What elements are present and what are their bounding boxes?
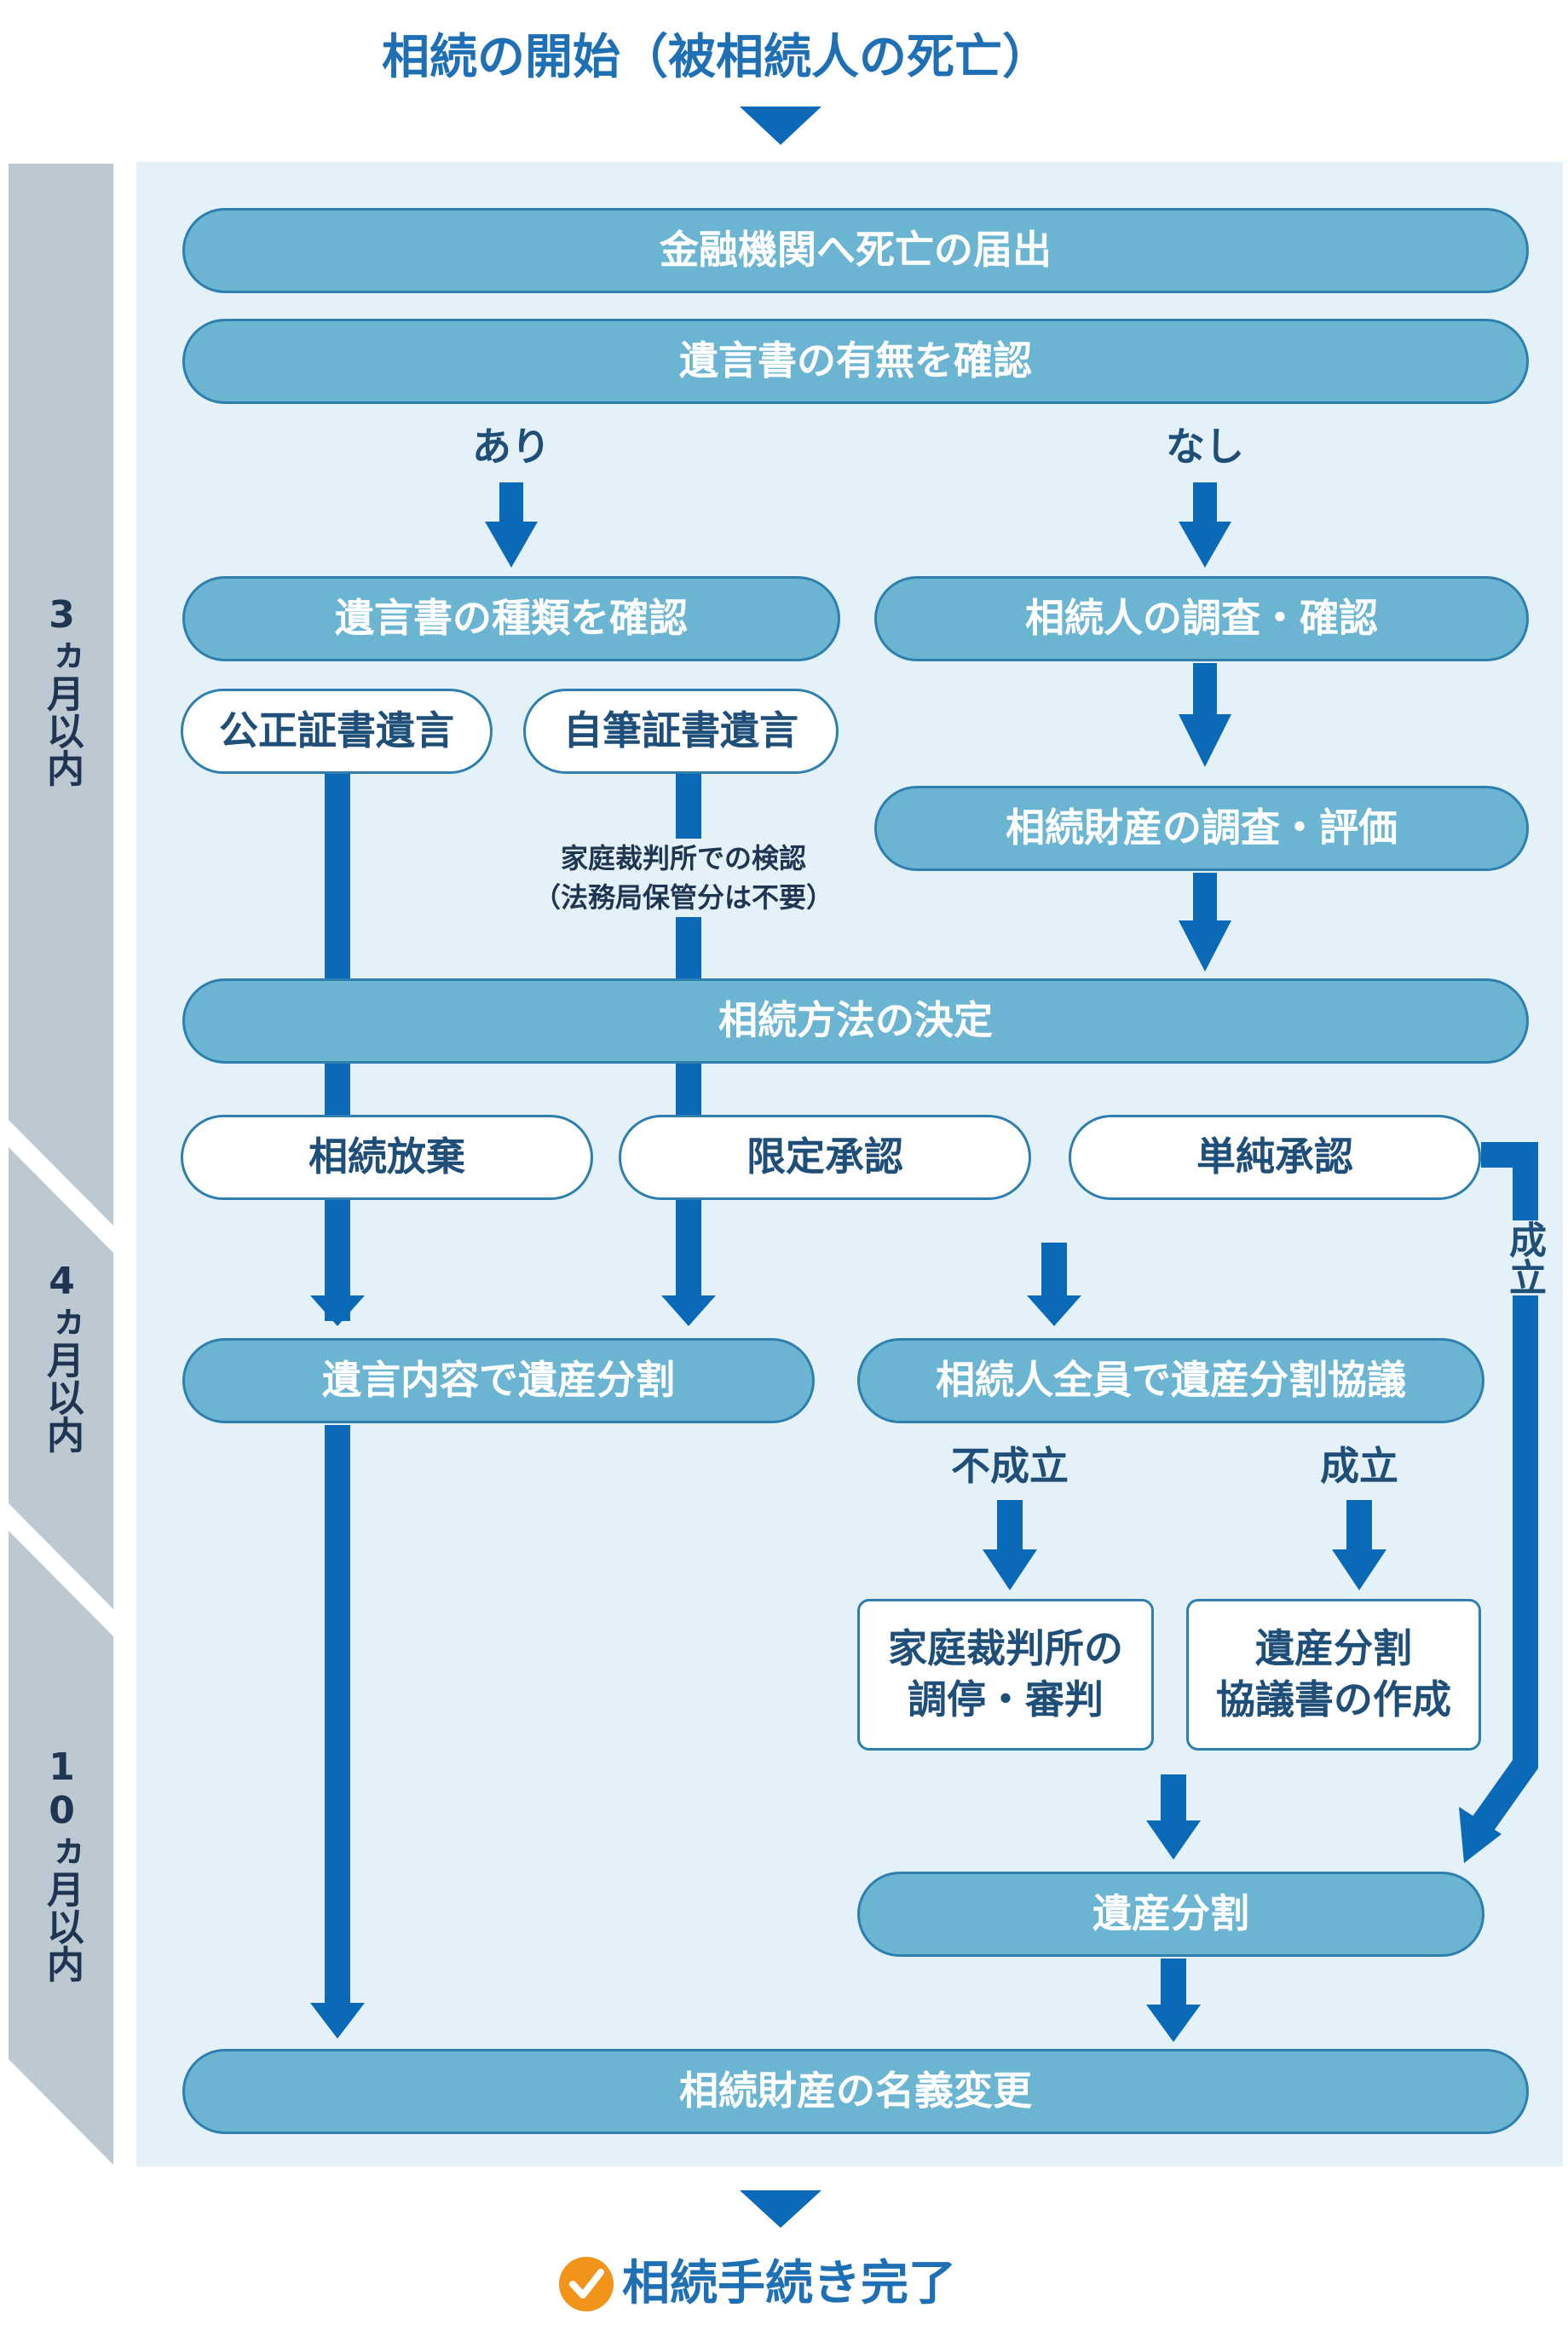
- box-court-line2: 調停・審判: [908, 1676, 1104, 1722]
- arrow-no: [1179, 482, 1231, 568]
- arrow-established: [1332, 1500, 1386, 1590]
- step-decide-method: 相続方法の決定: [182, 978, 1529, 1064]
- step-notify-bank: 金融機関へ死亡の届出: [182, 208, 1529, 293]
- period-3-months: 3ヵ月以内: [40, 593, 84, 787]
- label-not-established: 不成立: [951, 1443, 1069, 1489]
- box-agreement-document: 遺産分割 協議書の作成: [1186, 1599, 1481, 1751]
- note-probate-line2: （法務局保管分は不要）: [533, 881, 833, 914]
- arrow-heirs-to-assets: [1179, 663, 1231, 767]
- arrow-to-division: [1146, 1774, 1201, 1860]
- arrow-simple-acceptance-route: [1459, 1142, 1538, 1863]
- period-4-months: 4ヵ月以内: [40, 1260, 84, 1453]
- option-qualified-acceptance: 限定承認: [619, 1115, 1031, 1200]
- arrow-renunciation-down: [310, 1200, 365, 1326]
- arrow-qualified-down: [661, 1200, 716, 1326]
- arrow-yes: [485, 482, 538, 568]
- arrow-to-negotiate: [1027, 1243, 1081, 1326]
- step-division: 遺産分割: [857, 1872, 1484, 1957]
- label-established-side: 成立: [1502, 1220, 1546, 1295]
- bottom-chevron-icon: [740, 2190, 821, 2228]
- timeline-segment-10-months: [9, 1531, 113, 2165]
- box-agreement-line2: 協議書の作成: [1216, 1676, 1451, 1722]
- step-negotiate: 相続人全員で遺産分割協議: [857, 1338, 1484, 1423]
- box-court-line1: 家庭裁判所の: [888, 1625, 1123, 1672]
- note-probate-line1: 家庭裁判所での検認: [560, 842, 806, 874]
- arrow-division-to-name-change: [1146, 1959, 1201, 2042]
- timeline-segment-4-months: [9, 1147, 113, 1609]
- period-10-months: 10ヵ月以内: [40, 1745, 84, 1982]
- note-probate: 家庭裁判所での検認 （法務局保管分は不要）: [525, 839, 842, 917]
- option-notarial-will: 公正証書遺言: [181, 689, 493, 774]
- footer-complete: 相続手続き完了: [622, 2256, 956, 2311]
- step-check-will: 遺言書の有無を確認: [182, 319, 1529, 404]
- page-title: 相続の開始（被相続人の死亡）: [382, 30, 1050, 85]
- label-yes: あり: [472, 424, 551, 470]
- option-holographic-will: 自筆証書遺言: [523, 689, 839, 774]
- box-court-mediation: 家庭裁判所の 調停・審判: [857, 1599, 1154, 1751]
- label-no: なし: [1166, 424, 1244, 470]
- top-chevron-icon: [740, 107, 821, 145]
- step-divide-by-will: 遺言内容で遺産分割: [182, 1338, 815, 1423]
- arrow-will-to-name-change: [310, 1425, 365, 2039]
- step-name-change: 相続財産の名義変更: [182, 2049, 1529, 2134]
- label-established: 成立: [1320, 1443, 1398, 1489]
- box-agreement-line1: 遺産分割: [1255, 1625, 1412, 1672]
- timeline-segment-3-months: [9, 164, 113, 1226]
- arrow-assets-to-method: [1179, 873, 1231, 972]
- arrow-not-established: [983, 1500, 1037, 1590]
- step-check-will-type: 遺言書の種類を確認: [182, 576, 840, 661]
- step-investigate-heirs: 相続人の調査・確認: [874, 576, 1529, 661]
- check-icon: [559, 2257, 614, 2311]
- step-investigate-assets: 相続財産の調査・評価: [874, 786, 1529, 871]
- option-simple-acceptance: 単純承認: [1069, 1115, 1481, 1200]
- option-renunciation: 相続放棄: [181, 1115, 593, 1200]
